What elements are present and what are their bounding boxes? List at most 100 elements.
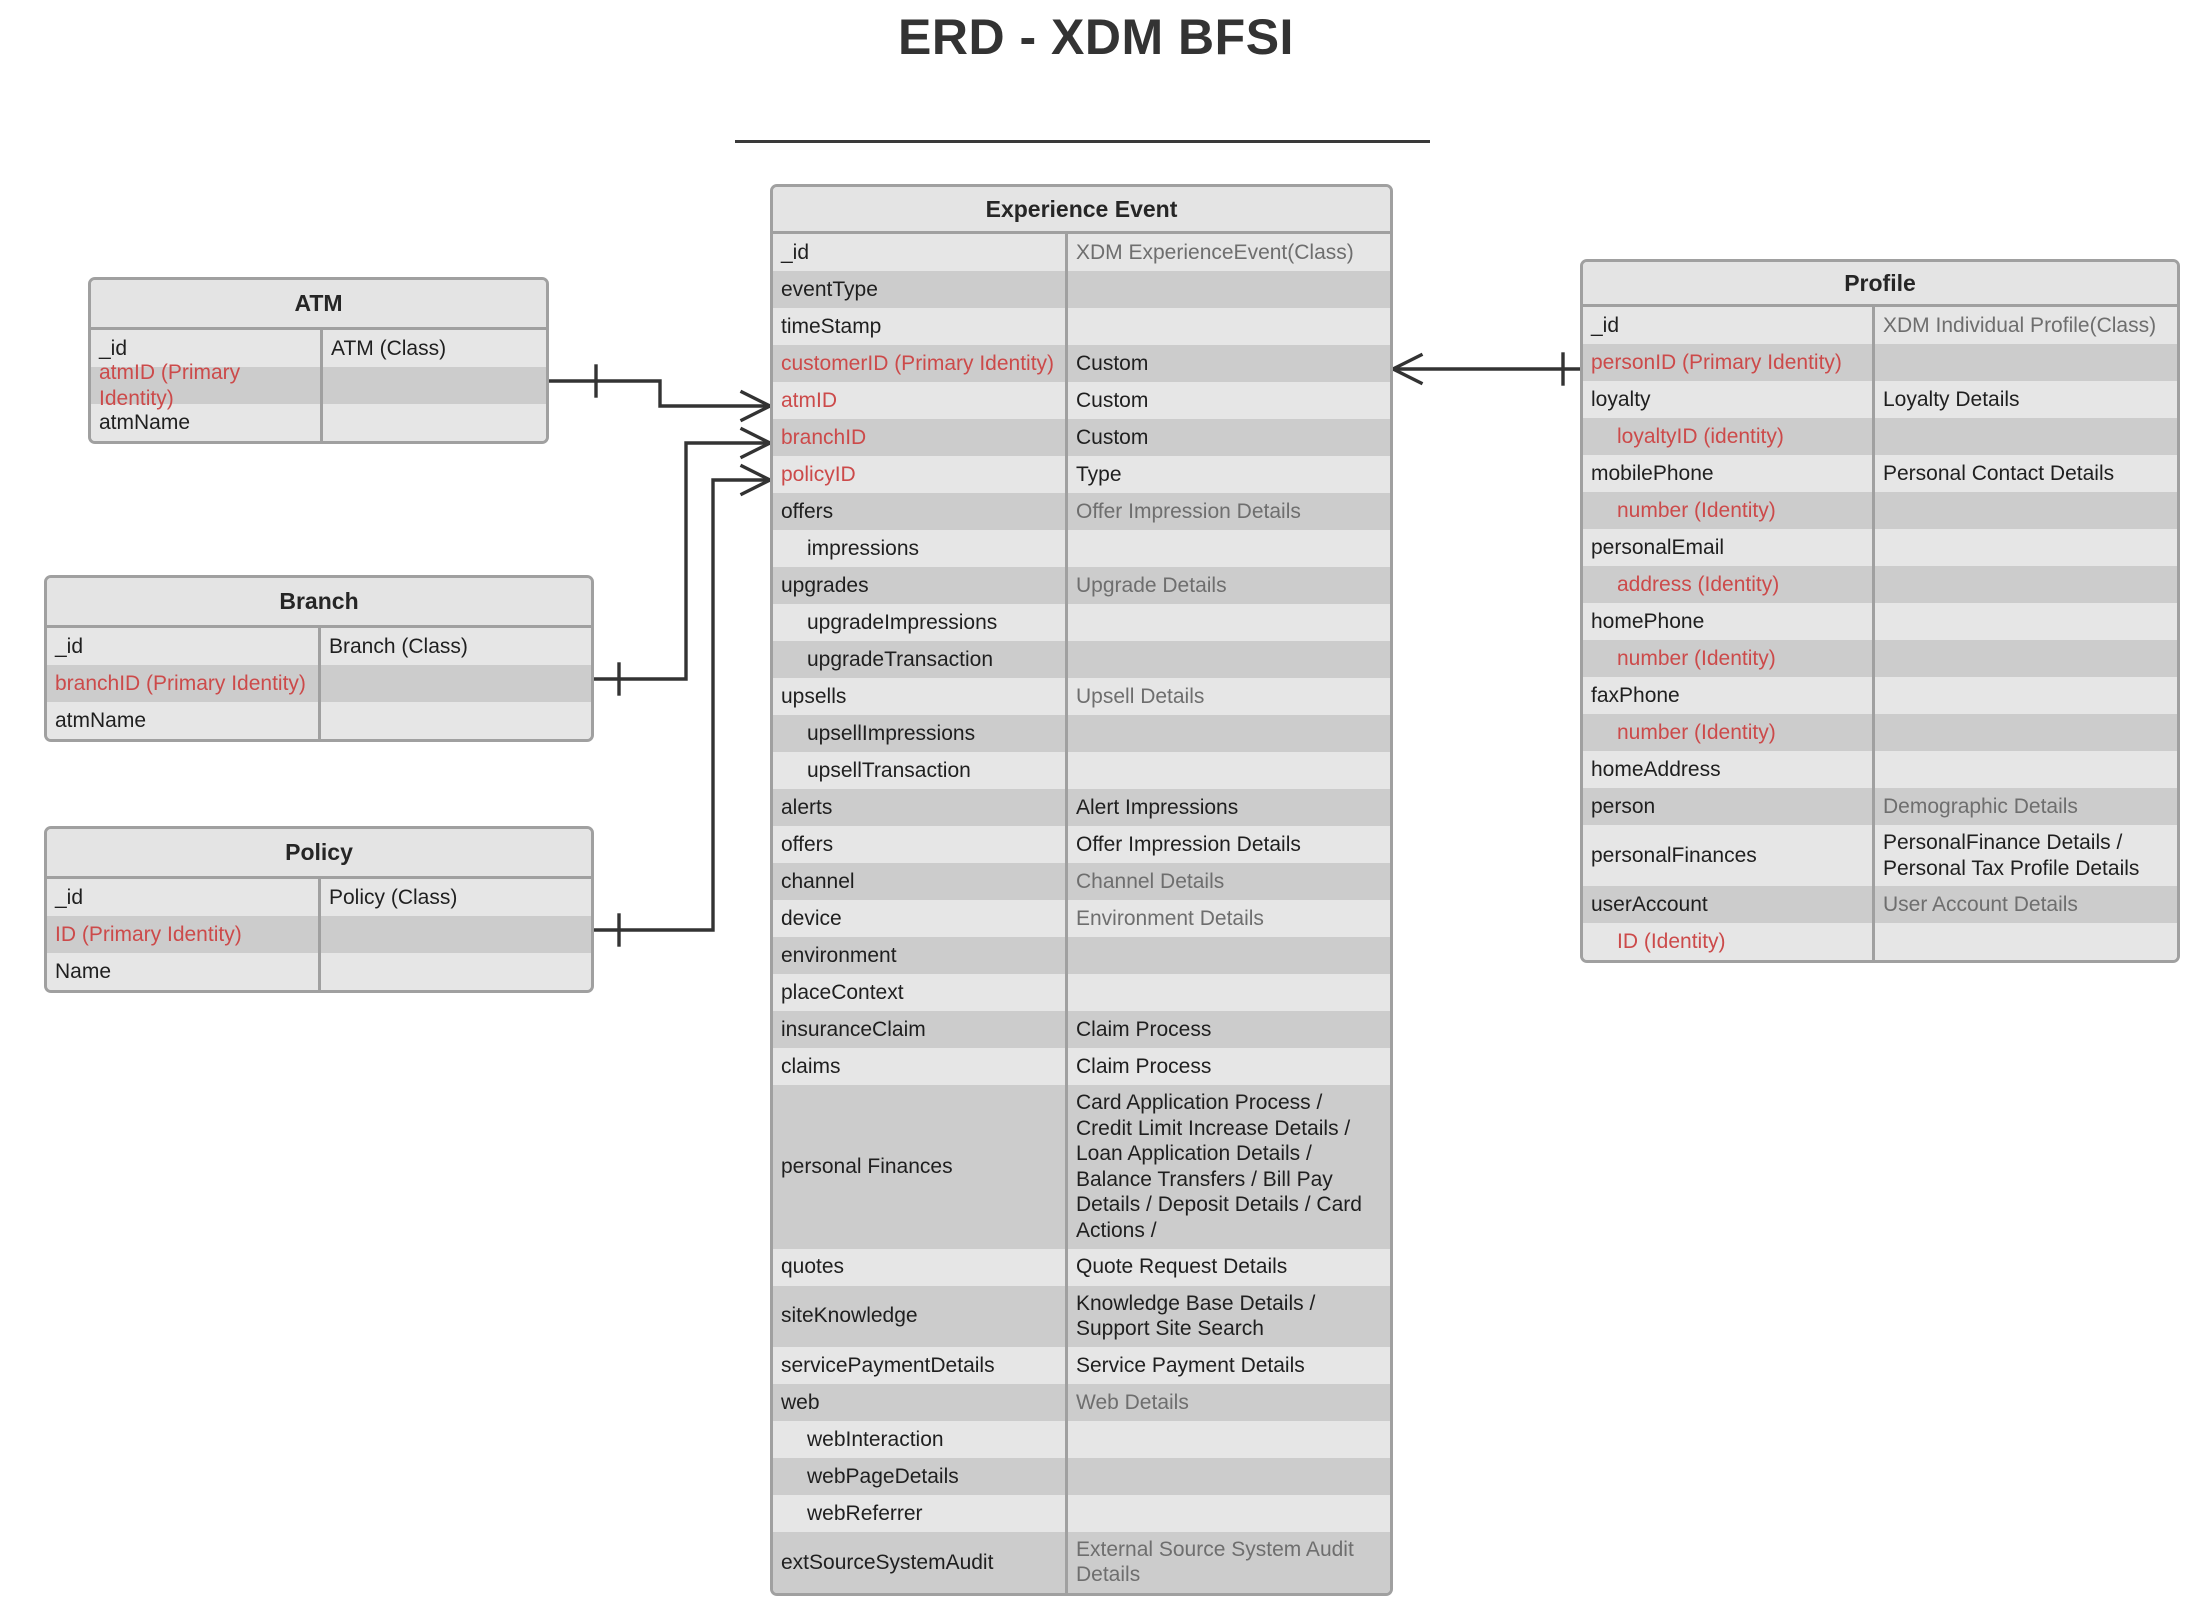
table-row[interactable]: faxPhone bbox=[1583, 677, 2177, 714]
table-row[interactable]: homeAddress bbox=[1583, 751, 2177, 788]
field-name: branchID (Primary Identity) bbox=[47, 665, 321, 702]
field-name: upgradeImpressions bbox=[773, 604, 1068, 641]
table-row[interactable]: impressions bbox=[773, 530, 1390, 567]
table-row[interactable]: timeStamp bbox=[773, 308, 1390, 345]
table-row[interactable]: webPageDetails bbox=[773, 1457, 1390, 1495]
entity-policy-rows: _id Policy (Class) ID (Primary Identity)… bbox=[47, 879, 591, 990]
table-row[interactable]: upsellTransaction bbox=[773, 752, 1390, 789]
field-type bbox=[321, 702, 591, 739]
table-row[interactable]: webReferrer bbox=[773, 1494, 1390, 1532]
table-row[interactable]: _id Policy (Class) bbox=[47, 879, 591, 916]
table-row[interactable]: personID (Primary Identity) bbox=[1583, 344, 2177, 381]
table-row[interactable]: number (Identity) bbox=[1583, 714, 2177, 751]
field-type: Web Details bbox=[1076, 1390, 1189, 1414]
field-name: ID (Primary Identity) bbox=[47, 916, 321, 953]
field-name: address (Identity) bbox=[1583, 566, 1875, 603]
field-type: Offer Impression Details bbox=[1076, 499, 1301, 523]
table-row[interactable]: upsellImpressions bbox=[773, 715, 1390, 752]
table-row[interactable]: atmName bbox=[47, 702, 591, 739]
field-name: upsells bbox=[773, 678, 1068, 715]
table-row[interactable]: atmID (Primary Identity) bbox=[91, 361, 546, 410]
field-type bbox=[1875, 418, 2177, 455]
field-name: impressions bbox=[773, 530, 1068, 567]
table-row[interactable]: placeContext bbox=[773, 974, 1390, 1011]
entity-atm-rows: _id ATM (Class) atmID (Primary Identity)… bbox=[91, 330, 546, 441]
table-row[interactable]: customerID (Primary Identity)Custom bbox=[773, 345, 1390, 382]
table-row[interactable]: loyaltyID (identity) bbox=[1583, 418, 2177, 455]
table-row[interactable]: upgradeTransaction bbox=[773, 641, 1390, 678]
field-name: upsellImpressions bbox=[773, 715, 1068, 752]
entity-branch[interactable]: Branch _id Branch (Class) branchID (Prim… bbox=[44, 575, 594, 742]
field-type: XDM Individual Profile(Class) bbox=[1883, 313, 2157, 337]
field-name: placeContext bbox=[773, 974, 1068, 1011]
table-row[interactable]: webInteraction bbox=[773, 1420, 1390, 1458]
field-type bbox=[321, 665, 591, 702]
table-row[interactable]: number (Identity) bbox=[1583, 492, 2177, 529]
table-row[interactable]: atmName bbox=[91, 404, 546, 441]
field-name: atmID (Primary Identity) bbox=[91, 361, 323, 410]
table-row[interactable]: Name bbox=[47, 953, 591, 990]
field-type: Claim Process bbox=[1076, 1017, 1212, 1041]
field-type bbox=[1068, 752, 1390, 789]
field-name: eventType bbox=[773, 271, 1068, 308]
field-name: person bbox=[1583, 788, 1875, 825]
table-row[interactable]: ID (Primary Identity) bbox=[47, 916, 591, 953]
field-name: personal Finances bbox=[773, 1085, 1068, 1249]
entity-policy[interactable]: Policy _id Policy (Class) ID (Primary Id… bbox=[44, 826, 594, 993]
connector-branch bbox=[593, 441, 772, 681]
table-row[interactable]: _id Branch (Class) bbox=[47, 628, 591, 665]
entity-policy-title: Policy bbox=[47, 829, 591, 879]
table-row[interactable]: _id ATM (Class) bbox=[91, 330, 546, 367]
field-type bbox=[1875, 344, 2177, 381]
field-name: ID (Identity) bbox=[1583, 923, 1875, 961]
field-type bbox=[1875, 603, 2177, 640]
table-row[interactable]: homePhone bbox=[1583, 603, 2177, 640]
connector-atm bbox=[546, 379, 772, 408]
entity-atm[interactable]: ATM _id ATM (Class) atmID (Primary Ident… bbox=[88, 277, 549, 444]
field-type bbox=[321, 953, 591, 990]
field-type bbox=[1068, 641, 1390, 678]
field-name: environment bbox=[773, 937, 1068, 974]
field-name: extSourceSystemAudit bbox=[773, 1531, 1068, 1594]
field-type: Branch (Class) bbox=[329, 634, 468, 658]
table-row[interactable]: environment bbox=[773, 937, 1390, 974]
table-row[interactable]: address (Identity) bbox=[1583, 566, 2177, 603]
table-row[interactable]: branchID (Primary Identity) bbox=[47, 665, 591, 702]
field-type bbox=[1068, 604, 1390, 641]
table-row[interactable]: personalEmail bbox=[1583, 529, 2177, 566]
field-type bbox=[1875, 566, 2177, 603]
table-row[interactable]: ID (Identity) bbox=[1583, 923, 2177, 961]
table-row[interactable]: eventType bbox=[773, 271, 1390, 308]
field-type bbox=[1875, 640, 2177, 677]
field-name: _id bbox=[773, 234, 1068, 271]
table-row[interactable]: upgradeImpressions bbox=[773, 604, 1390, 641]
table-row[interactable]: number (Identity) bbox=[1583, 640, 2177, 677]
